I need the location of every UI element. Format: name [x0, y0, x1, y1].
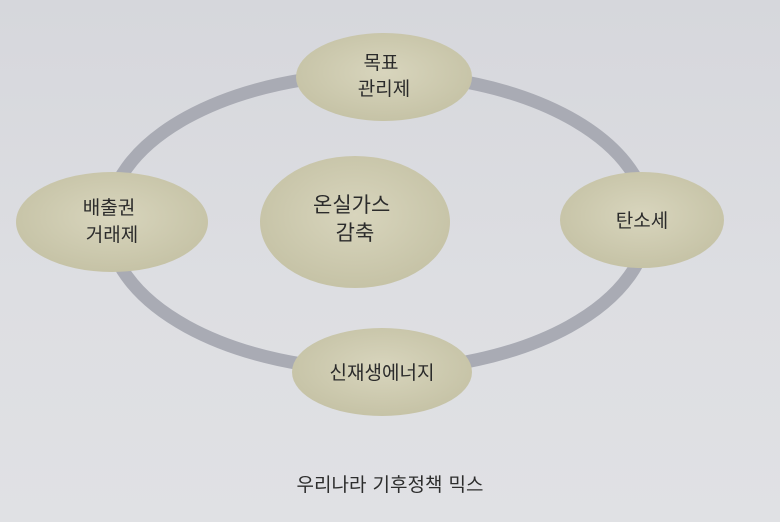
svg-text:신재생에너지: 신재생에너지	[330, 362, 435, 384]
node-bottom-label: 신재생에너지	[330, 362, 435, 384]
center-ellipse	[260, 156, 450, 288]
svg-text:목표 관리제: 목표 관리제	[358, 52, 410, 100]
center-label-line-2: 감축	[336, 221, 375, 245]
node-top-label-line-2: 관리제	[358, 78, 410, 100]
node-right-label: 탄소세	[616, 210, 668, 232]
svg-text:탄소세: 탄소세	[616, 210, 668, 232]
figure-caption: 우리나라 기후정책 믹스	[296, 474, 484, 496]
node-top	[296, 33, 472, 121]
node-left-label-line-1: 배출권	[83, 197, 135, 219]
node-left	[16, 172, 208, 272]
node-top-label-line-1: 목표	[363, 52, 398, 74]
svg-text:배출권 거래제: 배출권 거래제	[83, 197, 142, 246]
node-bottom	[292, 328, 472, 416]
node-left-label-line-2: 거래제	[86, 224, 138, 246]
node-right	[560, 172, 724, 268]
center-label-line-1: 온실가스	[313, 193, 390, 217]
svg-text:온실가스 감축: 온실가스 감축	[313, 193, 397, 245]
